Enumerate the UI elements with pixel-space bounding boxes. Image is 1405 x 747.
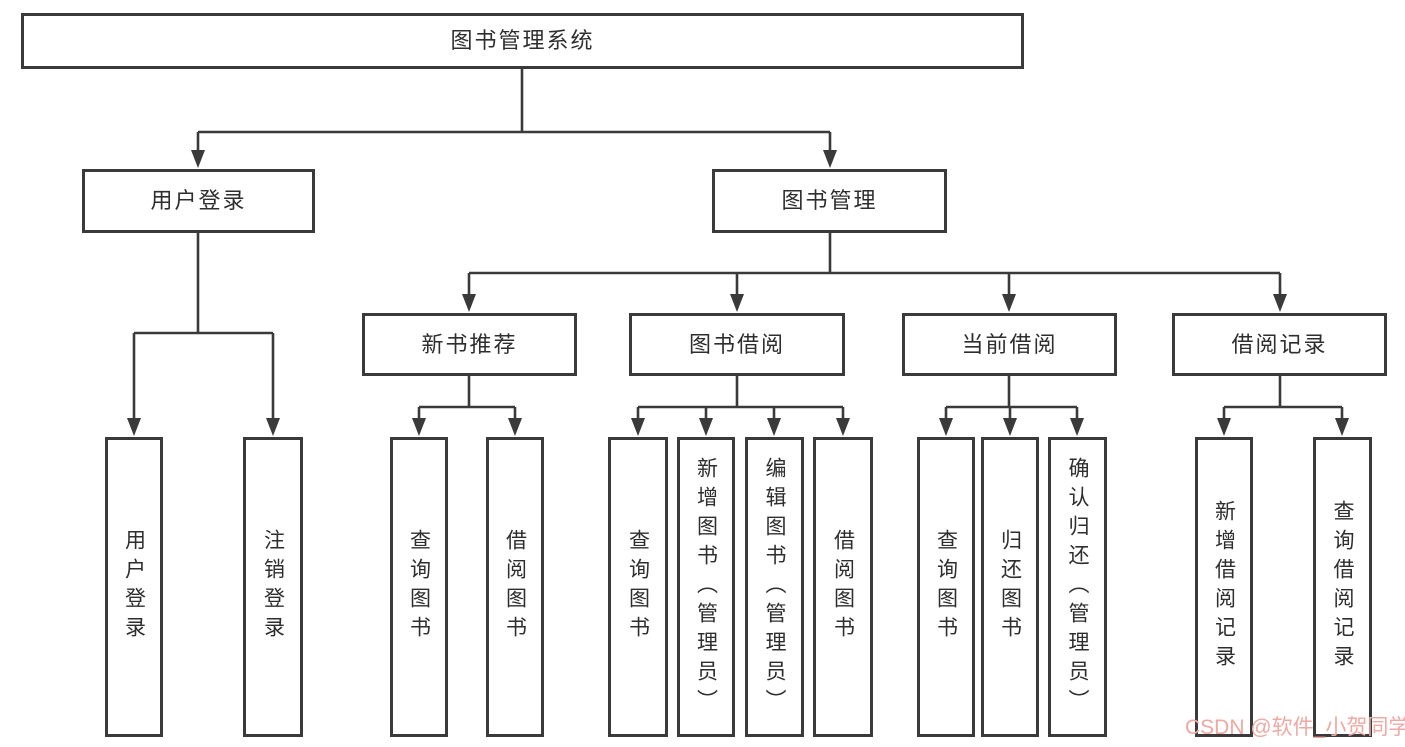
node-current-borrowing: 当前借阅 [902,313,1117,376]
leaf-add-book-admin: 新增图书（管理员） [677,437,735,737]
leaf-user-login: 用户登录 [105,437,163,737]
leaf-user-login-label: 用户登录 [122,529,146,645]
leaf-logout: 注销登录 [243,437,303,737]
leaf-edit-book-admin: 编辑图书（管理员） [745,437,804,737]
node-current-borrowing-label: 当前借阅 [961,331,1058,357]
node-book-management-label: 图书管理 [781,188,878,213]
node-book-management-branch: 图书管理 [712,169,947,233]
leaf-return-book-label: 归还图书 [998,529,1022,645]
leaf-query-books-recommend: 查询图书 [390,437,448,737]
leaf-query-borrow-record-label: 查询借阅记录 [1331,500,1354,674]
leaf-query-books-current-label: 查询图书 [934,529,958,645]
node-user-login-branch: 用户登录 [82,169,315,233]
leaf-add-book-admin-label: 新增图书（管理员） [694,456,718,718]
node-borrowing-records: 借阅记录 [1172,313,1387,376]
leaf-logout-label: 注销登录 [261,529,285,645]
node-user-login-label: 用户登录 [150,188,247,213]
leaf-confirm-return-admin-label: 确认归还（管理员） [1066,456,1089,718]
leaf-confirm-return-admin: 确认归还（管理员） [1048,437,1107,737]
leaf-edit-book-admin-label: 编辑图书（管理员） [763,456,786,718]
node-system-root: 图书管理系统 [21,13,1024,69]
node-system-root-label: 图书管理系统 [450,28,595,53]
leaf-borrow-books-recommend-label: 借阅图书 [503,529,527,645]
leaf-query-books-borrowing: 查询图书 [608,437,668,737]
leaf-query-books-borrowing-label: 查询图书 [626,529,650,645]
leaf-query-borrow-record: 查询借阅记录 [1313,437,1372,737]
node-new-book-recommend: 新书推荐 [362,313,577,376]
node-new-book-recommend-label: 新书推荐 [421,331,518,357]
leaf-return-book: 归还图书 [981,437,1039,737]
leaf-query-books-recommend-label: 查询图书 [407,529,431,645]
node-book-borrowing: 图书借阅 [629,313,845,376]
csdn-watermark: CSDN @软件_小贺同学 [1185,716,1405,739]
leaf-borrow-books-recommend: 借阅图书 [486,437,544,737]
node-borrowing-records-label: 借阅记录 [1231,331,1328,357]
leaf-query-books-current: 查询图书 [917,437,975,737]
leaf-add-borrow-record: 新增借阅记录 [1195,437,1253,737]
leaf-borrow-book: 借阅图书 [813,437,873,737]
leaf-borrow-book-label: 借阅图书 [831,529,855,645]
leaf-add-borrow-record-label: 新增借阅记录 [1212,500,1236,674]
node-book-borrowing-label: 图书借阅 [688,331,785,357]
